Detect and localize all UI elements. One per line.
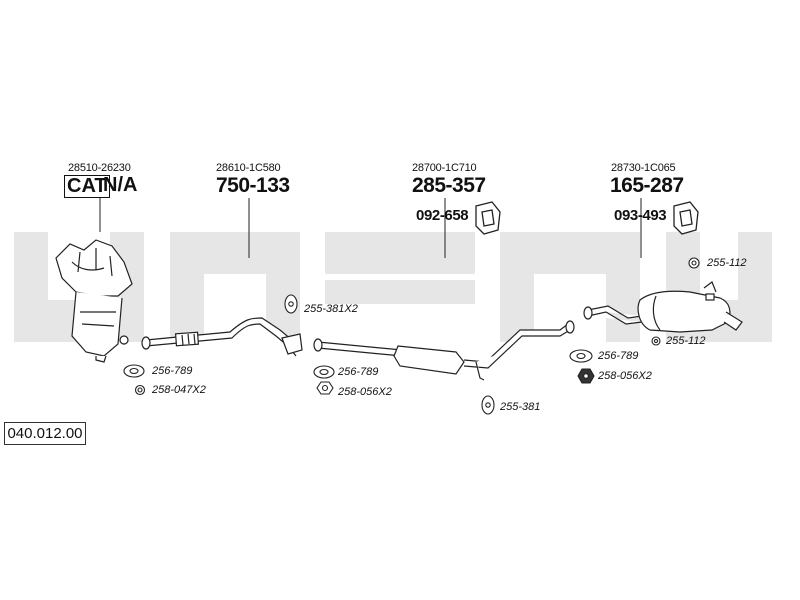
front-pipe xyxy=(141,317,303,357)
rubber-mount-callout-2[interactable]: 255-381 xyxy=(500,401,541,413)
rear-silencer xyxy=(583,281,743,333)
fittings xyxy=(123,257,700,415)
rear-silencer-part-number[interactable]: 165-287 xyxy=(610,174,684,197)
center-pipe-with-resonator xyxy=(313,320,575,381)
nut-callout-2[interactable]: 258-056X2 xyxy=(338,386,392,398)
rear-silencer-oem-number: 28730-1C065 xyxy=(611,162,676,174)
gasket-callout-3[interactable]: 256-789 xyxy=(598,350,639,362)
center-pipe-part-number[interactable]: 285-357 xyxy=(412,174,486,197)
rear-silencer-hanger-number[interactable]: 093-493 xyxy=(614,207,667,224)
cat-part-value: N/A xyxy=(103,174,138,196)
diagram-number: 040.012.00 xyxy=(4,422,86,445)
gasket-callout-1[interactable]: 256-789 xyxy=(152,365,193,377)
nut-callout-3[interactable]: 258-056X2 xyxy=(598,370,652,382)
front-pipe-part-number[interactable]: 750-133 xyxy=(216,174,290,197)
nut-callout-1[interactable]: 258-047X2 xyxy=(152,384,206,396)
cat-oem-number: 28510-26230 xyxy=(68,162,131,174)
center-pipe-hanger-number[interactable]: 092-658 xyxy=(416,207,469,224)
center-pipe-oem-number: 28700-1C710 xyxy=(412,162,477,174)
leader-lines xyxy=(99,198,642,258)
gasket-callout-2[interactable]: 256-789 xyxy=(338,366,379,378)
rubber-mount-callout-1[interactable]: 255-381X2 xyxy=(304,303,358,315)
cat-label-box: CAT xyxy=(64,175,110,198)
catalytic-converter xyxy=(55,239,133,363)
front-pipe-oem-number: 28610-1C580 xyxy=(216,162,281,174)
brand-watermark xyxy=(14,232,772,342)
rubber-mount-callout-4[interactable]: 255-112 xyxy=(666,335,706,347)
hanger-icons xyxy=(475,201,699,235)
rubber-mount-callout-3[interactable]: 255-112 xyxy=(707,257,747,269)
